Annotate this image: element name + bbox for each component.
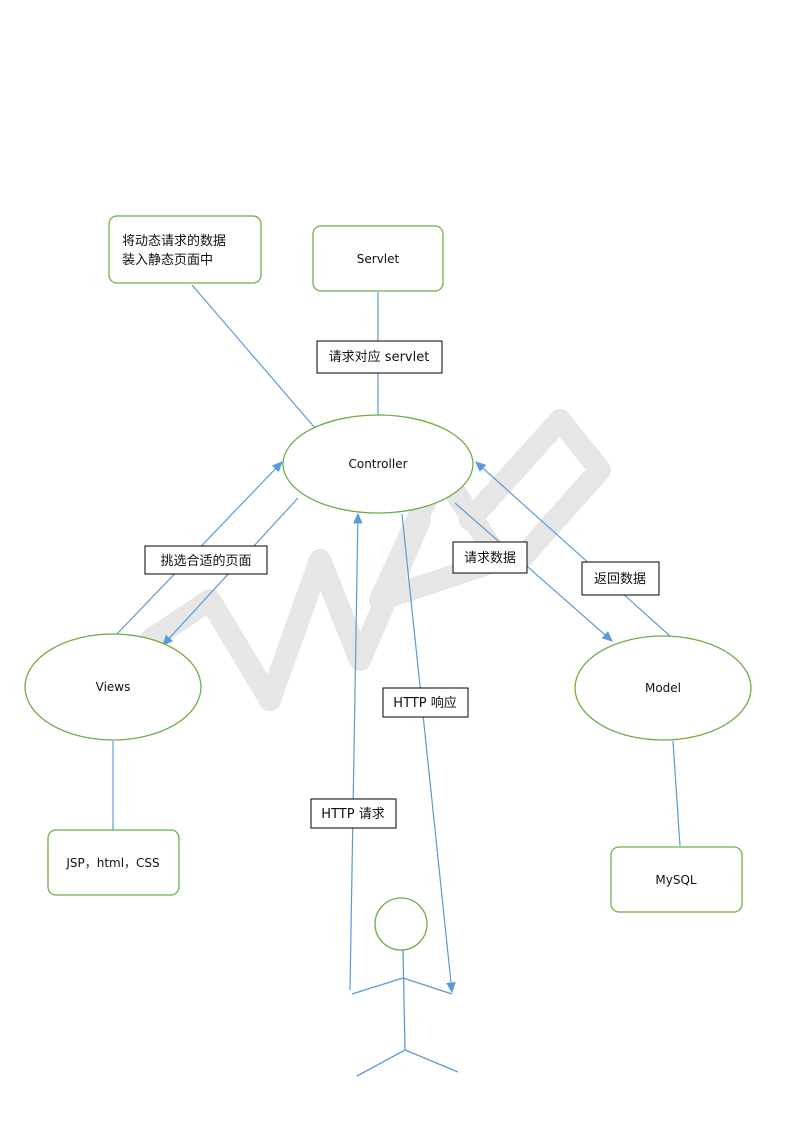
servlet-label: Servlet	[357, 252, 400, 266]
note-box	[108, 215, 262, 284]
request-data-label: 请求数据	[464, 551, 516, 566]
http-response-label-box	[382, 687, 469, 718]
note-connector	[191, 284, 316, 429]
views-tech-label: JSP，html，CSS	[65, 856, 159, 870]
choose-page-label-box	[144, 545, 268, 575]
model-to-controller-arrow	[475, 461, 671, 637]
request-servlet-label-box	[316, 340, 443, 374]
views-ellipse	[24, 633, 202, 741]
views-label: Views	[96, 680, 131, 694]
controller-ellipse	[282, 414, 474, 514]
choose-page-label: 挑选合适的页面	[160, 553, 251, 569]
servlet-box	[312, 225, 444, 292]
request-servlet-label: 请求对应 servlet	[329, 349, 430, 365]
model-ellipse	[574, 635, 752, 741]
http-request-arrow	[349, 512, 363, 991]
stick-figure-user-icon	[351, 897, 459, 1077]
http-response-arrow	[401, 513, 456, 994]
database-connector	[672, 740, 681, 847]
request-data-label-box	[452, 541, 528, 574]
model-label: Model	[645, 681, 681, 695]
controller-label: Controller	[348, 457, 407, 471]
return-data-label-box	[581, 561, 660, 596]
note-text: 将动态请求的数据 装入静态页面中	[122, 233, 230, 268]
http-request-label-box	[310, 798, 397, 829]
database-label: MySQL	[655, 873, 697, 887]
return-data-label: 返回数据	[594, 572, 646, 587]
http-response-label: HTTP 响应	[393, 695, 456, 711]
database-box	[610, 846, 743, 913]
views-tech-box	[47, 829, 180, 896]
http-request-label: HTTP 请求	[321, 807, 384, 822]
controller-to-model-arrow	[454, 502, 613, 642]
